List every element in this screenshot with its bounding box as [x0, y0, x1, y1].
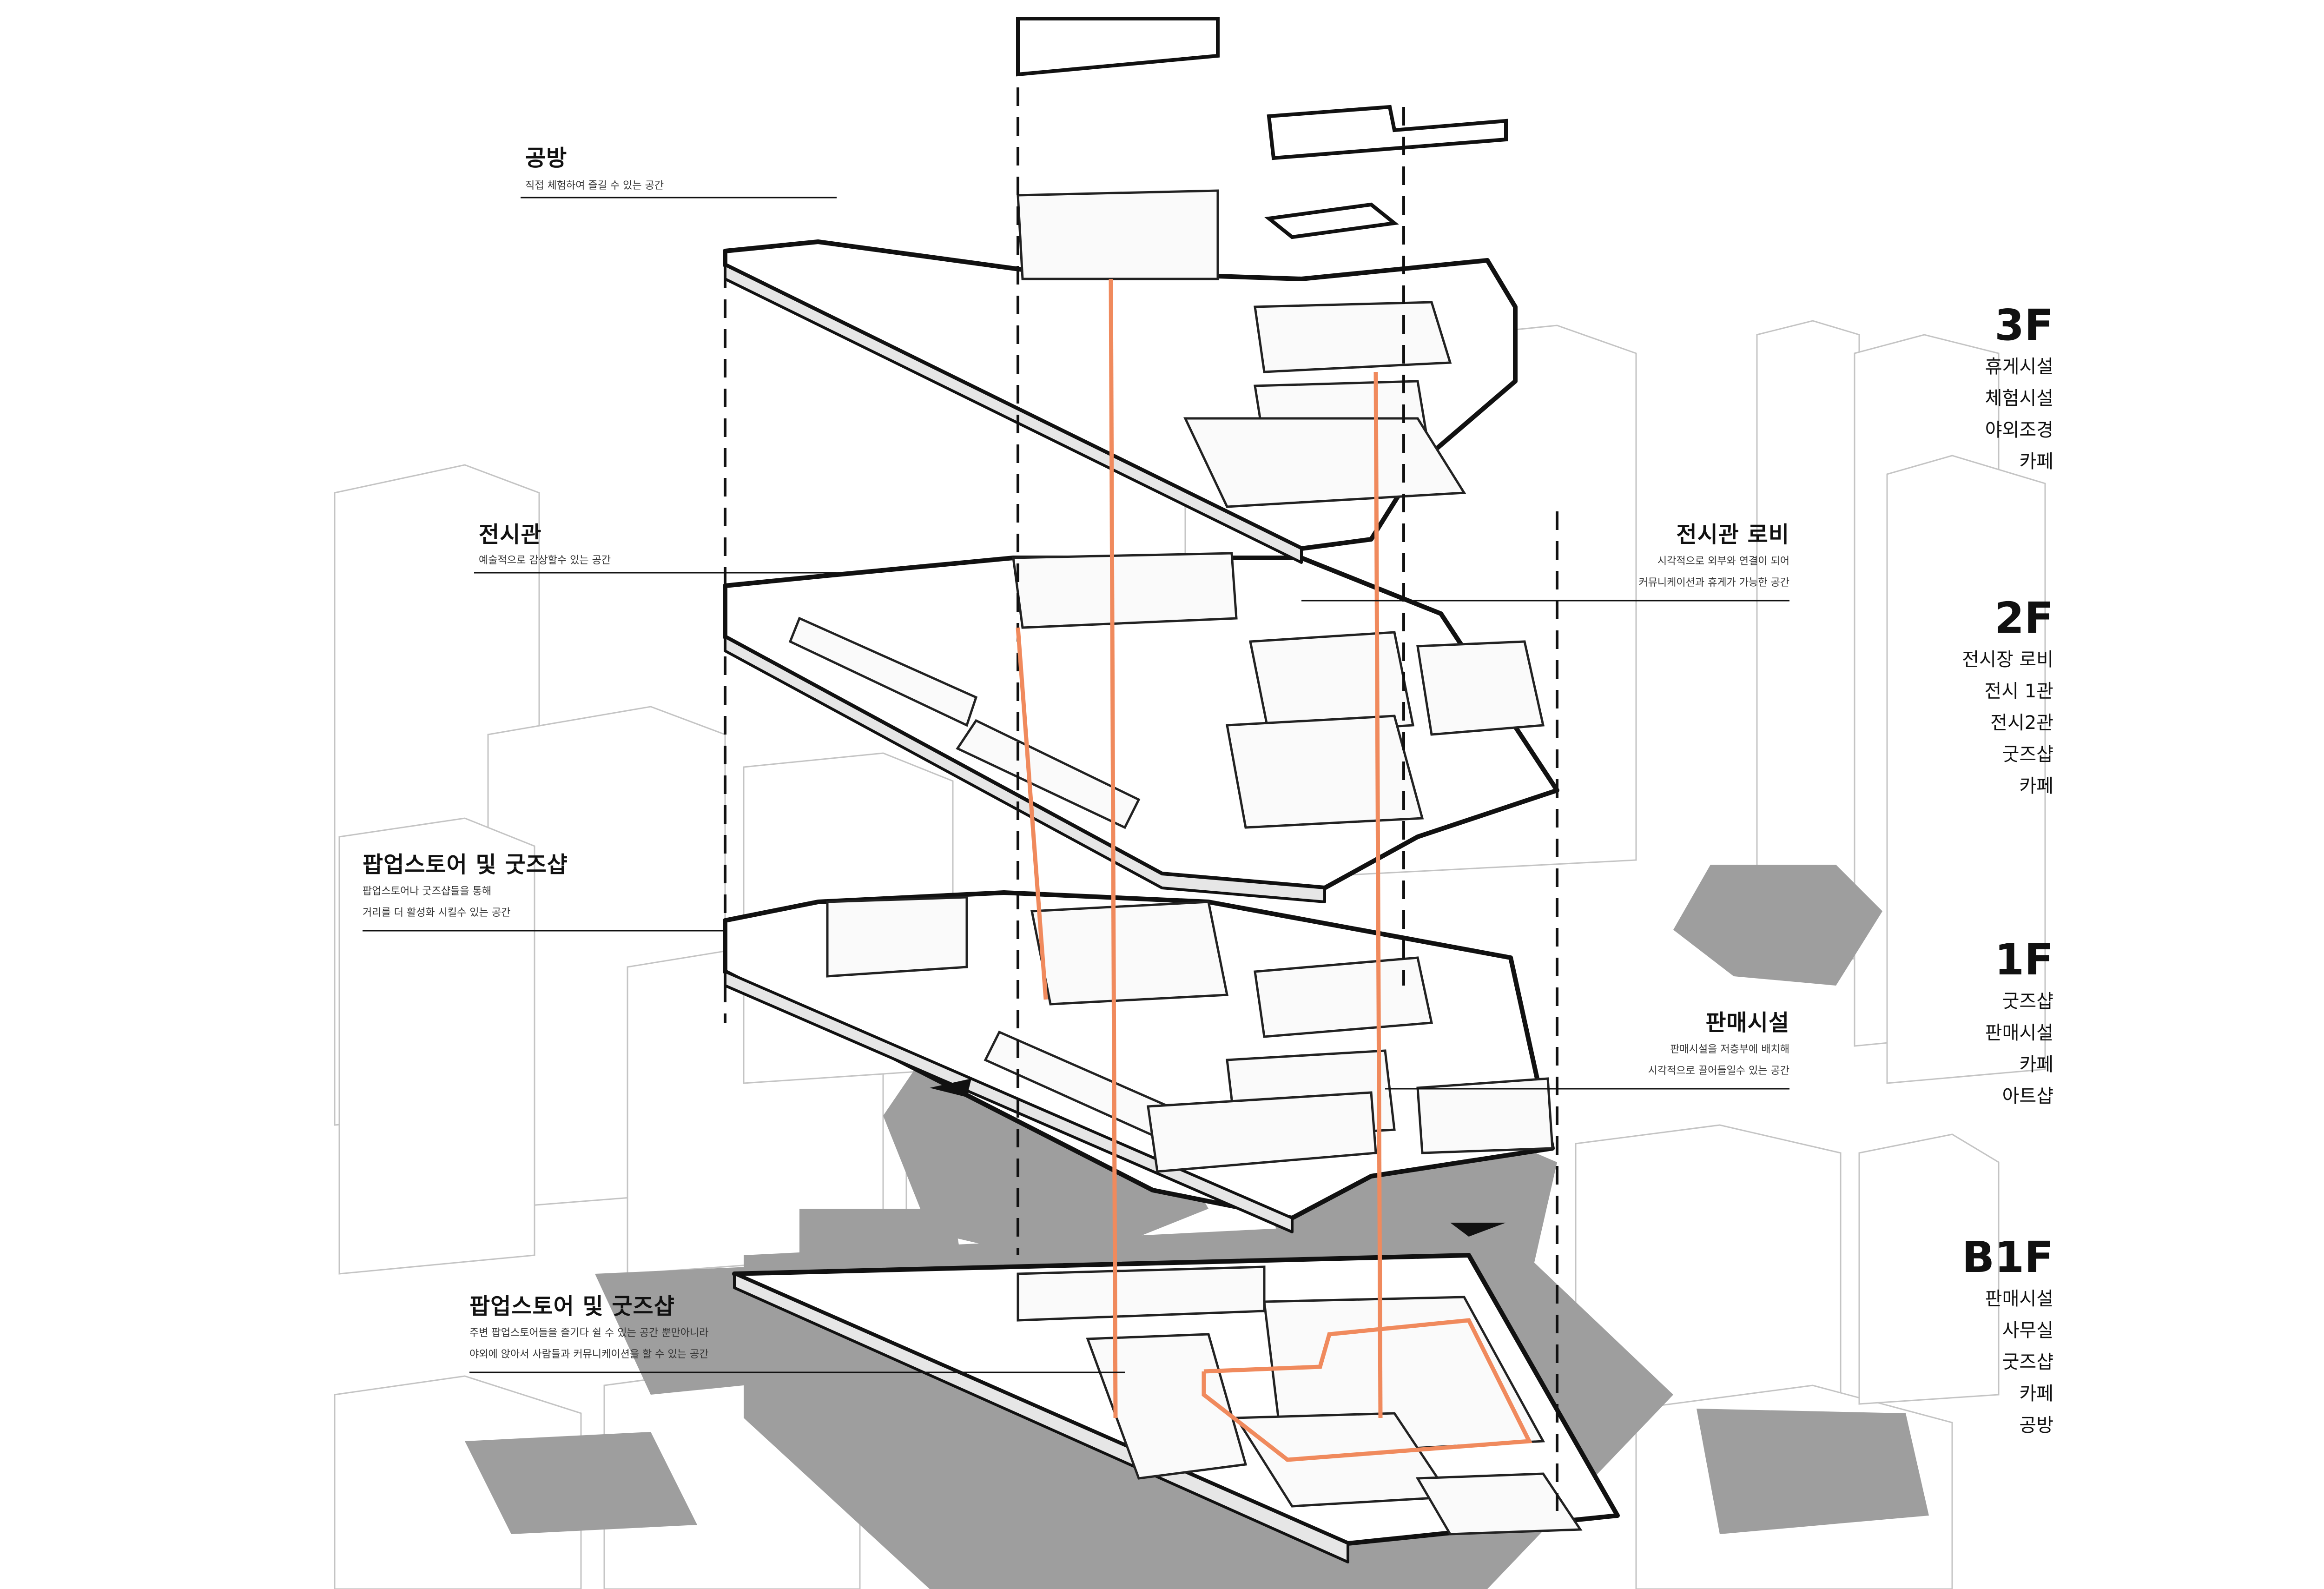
floor-3f: 3F 휴게시설 체험시설 야외조경 카페 — [8, 300, 2053, 477]
floor-b1f-item: 공방 — [2019, 1415, 2053, 1436]
entrance-arrows — [930, 1079, 1506, 1237]
floor-3f-label: 3F — [1994, 300, 2053, 350]
floor-2f-label: 2F — [1994, 593, 2053, 643]
floor-3f-rooms — [1017, 189, 1466, 508]
floor-3f-item: 야외조경 — [1985, 419, 2053, 441]
floor-3f-item: 체험시설 — [1985, 388, 2053, 409]
label-popup-b1f-title: 팝업스토어 및 굿즈샵 — [469, 1293, 675, 1319]
label-retail-desc-2: 시각적으로 끌어들일수 있는 공간 — [1648, 1065, 1789, 1077]
floor-1f-item: 굿즈샵 — [2002, 991, 2053, 1012]
floor-1f-item: 아트샵 — [2002, 1086, 2053, 1107]
label-retail-title: 판매시설 — [1705, 1010, 1789, 1036]
floor-3f-item: 카페 — [2019, 451, 2053, 472]
floor-1f-item: 카페 — [2019, 1054, 2053, 1075]
circulation-lines — [1016, 278, 1533, 1462]
floor-1f-item: 판매시설 — [1985, 1022, 2053, 1044]
label-popup-1f-desc-2: 거리를 더 활성화 시킬수 있는 공간 — [363, 907, 511, 919]
floor-b1f: B1F 판매시설 사무실 굿즈샵 카페 공방 — [8, 1232, 2053, 1441]
floor-1f: 1F 굿즈샵 판매시설 카페 아트샵 — [8, 934, 2053, 1112]
floor-2f-item: 전시2관 — [1990, 712, 2053, 734]
label-popup-1f-title: 팝업스토어 및 굿즈샵 — [363, 852, 568, 878]
label-workshop-title: 공방 — [525, 145, 568, 171]
label-gallery-lobby-title: 전시관 로비 — [1676, 522, 1789, 548]
floor-2f-item: 카페 — [2019, 775, 2053, 797]
floor-2f-item: 전시장 로비 — [1962, 649, 2053, 670]
floor-2f-item: 전시 1관 — [1984, 681, 2053, 702]
label-gallery-title: 전시관 — [479, 522, 542, 548]
floor-2f-rooms — [788, 552, 1545, 829]
label-retail-desc-1: 판매시설을 저층부에 배치해 — [1670, 1044, 1789, 1055]
label-gallery-desc: 예술적으로 감상할수 있는 공간 — [479, 555, 611, 566]
floor-2f: 2F 전시장 로비 전시 1관 전시2관 굿즈샵 카페 — [8, 593, 2053, 802]
label-popup-b1f-desc-2: 야외에 앉아서 사람들과 커뮤니케이션을 할 수 있는 공간 — [469, 1349, 709, 1360]
floor-b1f-item: 사무실 — [2002, 1320, 2053, 1341]
floor-2f-item: 굿즈샵 — [2002, 744, 2053, 765]
roof-pieces — [1016, 17, 1508, 239]
floor-b1f-item: 굿즈샵 — [2002, 1351, 2053, 1373]
label-gallery-lobby-desc-1: 시각적으로 외부와 연결이 되어 — [1657, 556, 1789, 567]
floor-b1f-item: 카페 — [2019, 1383, 2053, 1404]
label-workshop-desc: 직접 체험하여 즐길 수 있는 공간 — [525, 180, 664, 192]
floor-3f-item: 휴게시설 — [1985, 356, 2053, 377]
label-gallery-lobby-desc-2: 커뮤니케이션과 휴게가 가능한 공간 — [1638, 577, 1789, 589]
floor-b1f-label: B1F — [1962, 1232, 2053, 1282]
label-popup-1f-desc-1: 팝업스토어나 굿즈샵들을 통해 — [363, 886, 492, 897]
floor-1f-label: 1F — [1994, 935, 2053, 985]
projection-lines — [724, 28, 1558, 1511]
leader-lines — [363, 197, 1789, 1373]
floor-b1f-item: 판매시설 — [1985, 1288, 2053, 1310]
label-popup-b1f-desc-1: 주변 팝업스토어들을 즐기다 쉴 수 있는 공간 뿐만아니라 — [469, 1327, 709, 1339]
floor-1f-rooms — [826, 896, 1554, 1173]
